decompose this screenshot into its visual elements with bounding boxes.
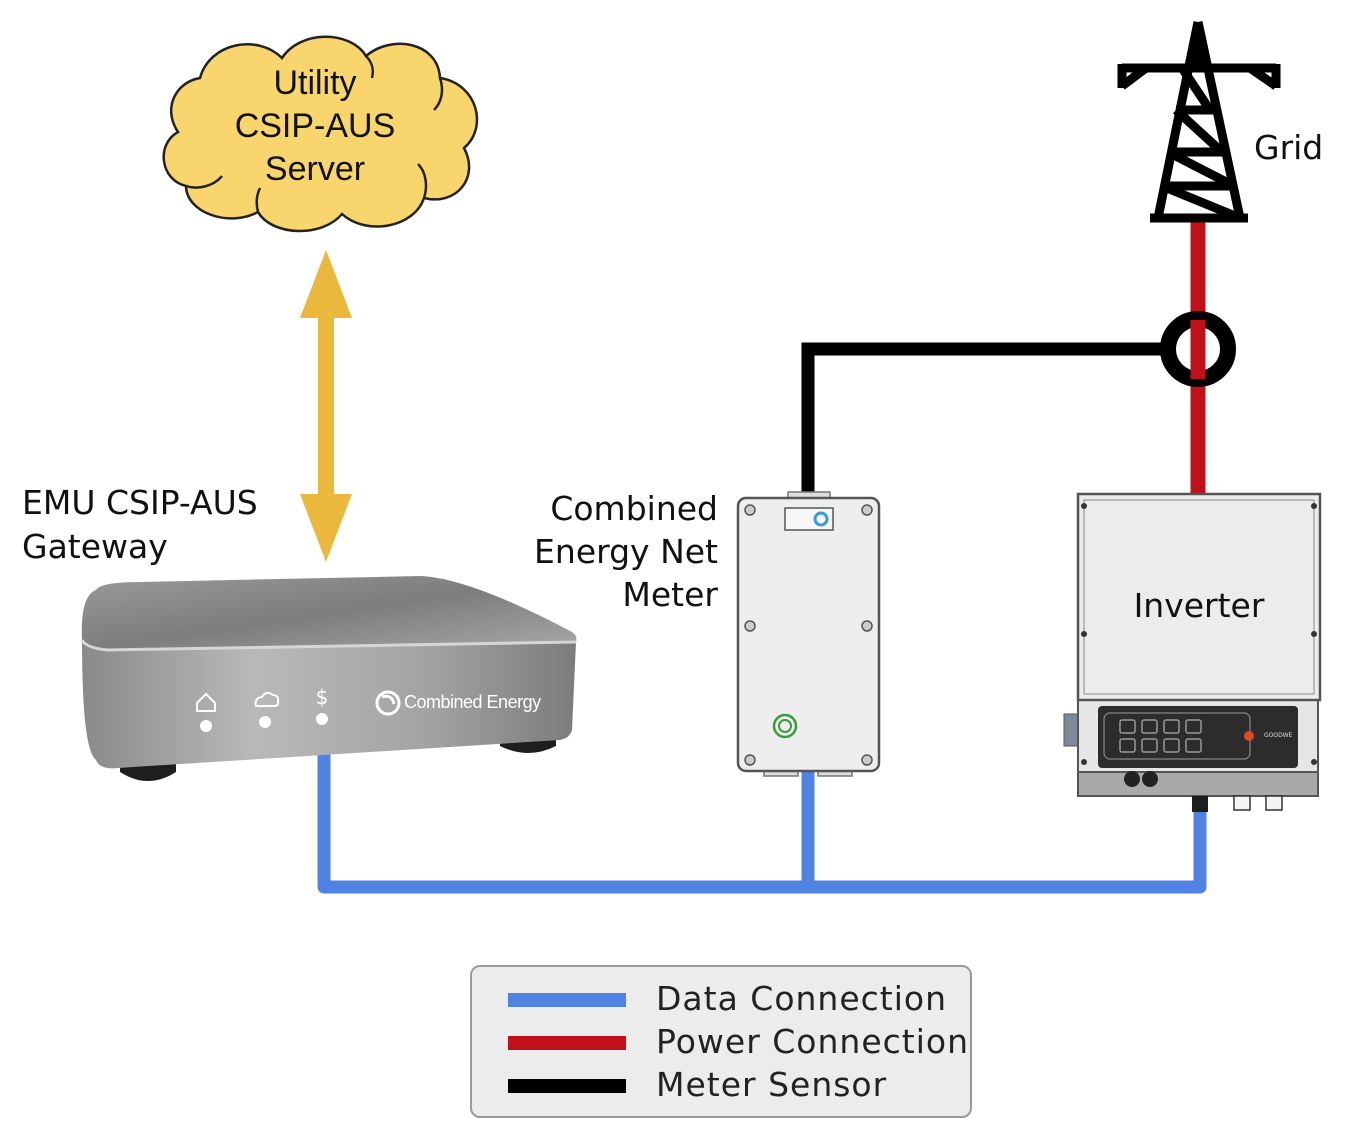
grid-label: Grid <box>1254 128 1324 167</box>
home-led <box>200 720 212 732</box>
bidirectional-arrow-icon <box>300 250 352 562</box>
gateway-label: EMU CSIP-AUS Gateway <box>22 481 258 569</box>
legend-item-data: Data Connection <box>472 979 970 1019</box>
emu-gateway-device <box>80 576 577 781</box>
legend-label-sensor: Meter Sensor <box>656 1065 888 1104</box>
legend-label-power: Power Connection <box>656 1022 969 1061</box>
utility-server-line2: CSIP-AUS <box>234 107 396 145</box>
legend-item-power: Power Connection <box>472 1022 970 1062</box>
meter-label-line3: Meter <box>622 575 718 614</box>
inverter-label: Inverter <box>1133 586 1265 625</box>
net-meter-device <box>736 491 881 777</box>
utility-server-line1: Utility <box>273 64 357 102</box>
meter-status-led <box>772 713 798 739</box>
legend: Data Connection Power Connection Meter S… <box>470 965 972 1118</box>
gateway-label-line2: Gateway <box>22 527 168 566</box>
legend-label-data: Data Connection <box>656 979 948 1018</box>
meter-label: Combined Energy Net Meter <box>500 487 718 616</box>
combined-energy-logo-icon <box>375 690 401 716</box>
meter-sensor-line <box>801 342 1165 496</box>
utility-server-line3: Server <box>264 150 366 188</box>
home-icon <box>196 692 216 712</box>
cloud-status-icon <box>254 691 280 707</box>
legend-swatch-sensor <box>508 1079 626 1093</box>
meter-label-line2: Energy Net <box>534 532 718 571</box>
legend-item-sensor: Meter Sensor <box>472 1065 970 1105</box>
cloud-led <box>259 716 271 728</box>
dollar-led <box>316 713 328 725</box>
meter-label-line1: Combined <box>550 489 718 528</box>
data-connection-lines <box>317 752 1207 894</box>
legend-swatch-data <box>508 993 626 1007</box>
gateway-brand: Combined Energy <box>404 692 541 712</box>
utility-server-label: Utility CSIP-AUS Server <box>205 62 425 191</box>
gateway-label-line1: EMU CSIP-AUS <box>22 483 258 522</box>
legend-swatch-power <box>508 1036 626 1050</box>
inverter-device: GOODWE <box>1063 492 1322 812</box>
dollar-icon: $ <box>316 685 329 709</box>
transmission-tower-icon <box>1117 21 1281 223</box>
inverter-brand: GOODWE <box>1264 732 1293 739</box>
